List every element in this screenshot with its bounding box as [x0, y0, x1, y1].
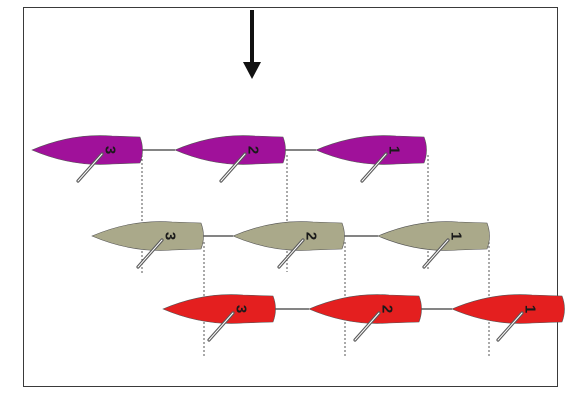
boat-purple-3: 3	[31, 135, 143, 183]
boats: 3 2 1 3 2 1 3 2 1	[31, 135, 565, 342]
boat-number: 2	[245, 146, 262, 154]
boat-number: 3	[102, 146, 119, 154]
guide-lines	[141, 155, 490, 358]
boat-number: 1	[448, 232, 465, 240]
boat-red-1: 1	[451, 294, 565, 342]
boat-khaki-2: 2	[232, 221, 345, 269]
boat-hull	[377, 221, 490, 251]
boat-purple-2: 2	[174, 135, 286, 183]
boat-hull	[31, 135, 143, 165]
sail-icon	[496, 311, 524, 342]
boat-hull	[162, 294, 276, 324]
sail-icon	[422, 238, 450, 269]
boat-hull	[232, 221, 345, 251]
down-arrow-icon	[243, 10, 261, 79]
boat-hull	[315, 135, 427, 165]
boat-number: 1	[522, 305, 539, 313]
boat-number: 2	[303, 232, 320, 240]
boat-khaki-3: 3	[91, 221, 204, 269]
diagram-frame	[23, 7, 558, 387]
sail-icon	[76, 152, 104, 183]
boat-number: 3	[162, 232, 179, 240]
boat-hull	[174, 135, 286, 165]
boat-red-2: 2	[308, 294, 422, 342]
boat-hull	[451, 294, 565, 324]
boat-hull	[308, 294, 422, 324]
sail-icon	[277, 238, 305, 269]
boat-khaki-1: 1	[377, 221, 490, 269]
sail-icon	[219, 152, 247, 183]
boat-hull	[91, 221, 204, 251]
tow-lines	[142, 149, 452, 310]
sail-icon	[360, 152, 388, 183]
sail-icon	[353, 311, 381, 342]
sail-icon	[136, 238, 164, 269]
boat-number: 1	[386, 146, 403, 154]
boat-number: 2	[379, 305, 396, 313]
boat-red-3: 3	[162, 294, 276, 342]
boat-purple-1: 1	[315, 135, 427, 183]
sail-icon	[207, 311, 235, 342]
boat-number: 3	[233, 305, 250, 313]
